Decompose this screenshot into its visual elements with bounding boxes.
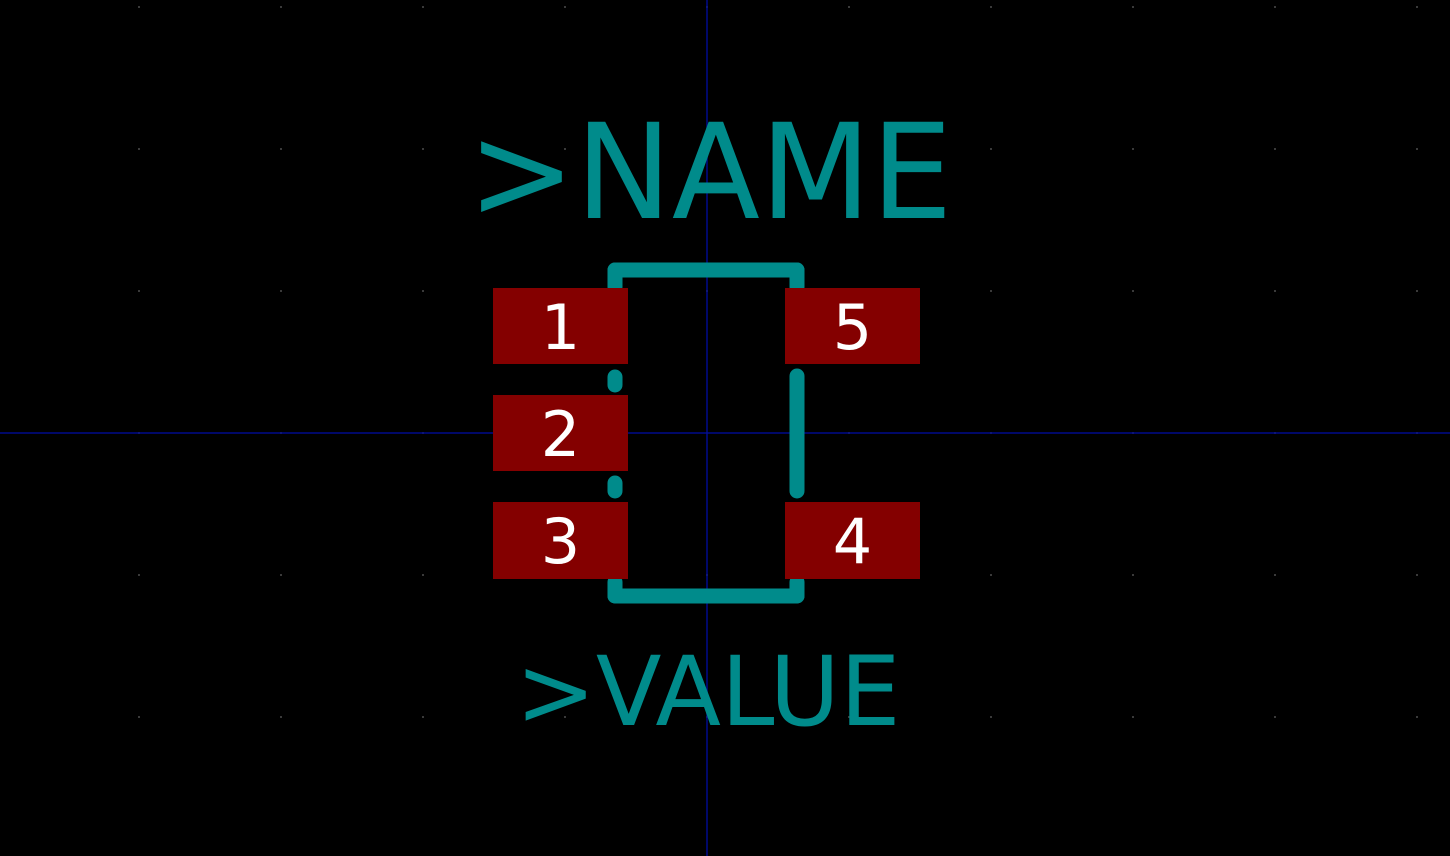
grid-dot <box>990 716 992 718</box>
grid-dot <box>1416 148 1418 150</box>
name-label[interactable]: >NAME <box>468 96 953 250</box>
grid-dot <box>564 716 566 718</box>
pad-2-number: 2 <box>541 398 580 471</box>
grid-dot <box>280 148 282 150</box>
grid-dot <box>990 6 992 8</box>
grid-dot <box>848 148 850 150</box>
grid-dot <box>422 574 424 576</box>
grid-dot <box>138 148 140 150</box>
grid-dot <box>1132 716 1134 718</box>
grid-dot <box>1274 148 1276 150</box>
grid-dot <box>990 148 992 150</box>
silkscreen-outline[interactable] <box>607 262 805 604</box>
grid-dot <box>990 574 992 576</box>
grid-dot <box>990 290 992 292</box>
pad-5[interactable]: 5 <box>785 288 920 364</box>
grid-dot <box>138 574 140 576</box>
pad-1-number: 1 <box>541 291 580 364</box>
grid-dot <box>138 6 140 8</box>
grid-dot <box>1132 574 1134 576</box>
grid-dot <box>1274 6 1276 8</box>
grid-dot <box>422 716 424 718</box>
grid-dot <box>1416 716 1418 718</box>
pad-4-copper <box>785 502 920 579</box>
grid-dot <box>564 148 566 150</box>
grid-dot <box>848 716 850 718</box>
grid-dot <box>280 716 282 718</box>
value-label[interactable]: >VALUE <box>516 636 901 748</box>
grid-dot <box>1132 148 1134 150</box>
pad-3-number: 3 <box>541 505 580 578</box>
pad-3[interactable]: 3 <box>493 502 628 579</box>
pad-2-copper <box>493 395 628 471</box>
pad-3-copper <box>493 502 628 579</box>
pad-1[interactable]: 1 <box>493 288 628 364</box>
grid-dot <box>422 290 424 292</box>
grid-dot <box>138 716 140 718</box>
grid-dot <box>1416 290 1418 292</box>
grid-dot <box>1132 290 1134 292</box>
grid-dot <box>564 6 566 8</box>
pad-4[interactable]: 4 <box>785 502 920 579</box>
grid-dot <box>138 290 140 292</box>
grid-dot <box>280 6 282 8</box>
pad-2[interactable]: 2 <box>493 395 628 471</box>
grid-dot <box>1416 574 1418 576</box>
grid-dot <box>280 574 282 576</box>
grid-dot <box>1416 6 1418 8</box>
grid-dot <box>1132 6 1134 8</box>
grid-dot <box>422 6 424 8</box>
pad-1-copper <box>493 288 628 364</box>
pad-5-copper <box>785 288 920 364</box>
grid-dot <box>848 6 850 8</box>
pad-5-number: 5 <box>833 291 872 364</box>
grid-dot <box>1274 574 1276 576</box>
grid-dot <box>1274 716 1276 718</box>
grid-dot <box>1274 290 1276 292</box>
grid-dot <box>422 148 424 150</box>
pad-4-number: 4 <box>833 505 872 578</box>
grid-dot <box>280 290 282 292</box>
